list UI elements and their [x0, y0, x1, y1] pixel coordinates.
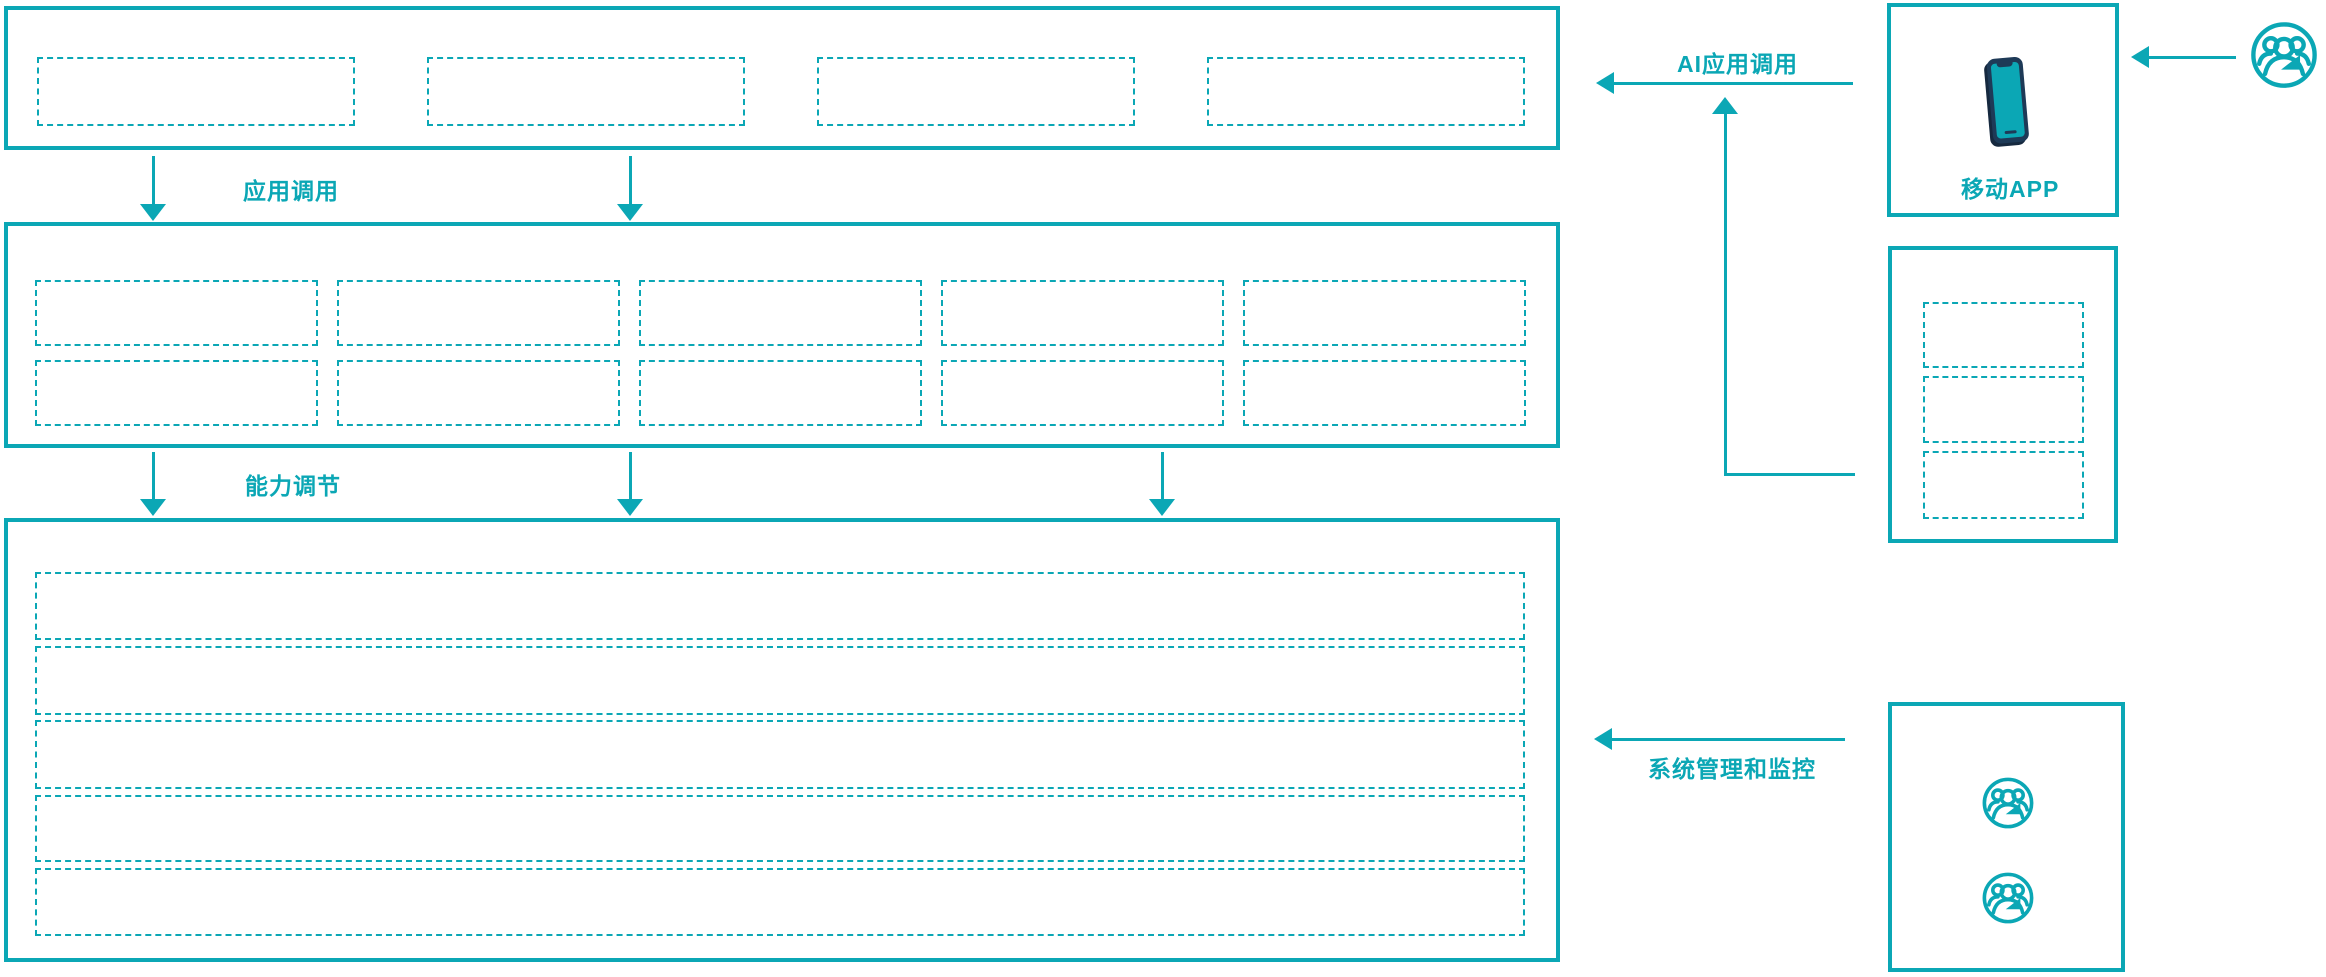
down-arrow-line [152, 156, 155, 205]
capability-placeholder-box [35, 280, 318, 346]
platform-row-placeholder [35, 868, 1525, 936]
ai-app-call-arrow-line [1613, 82, 1853, 85]
capability-placeholder-box [639, 360, 922, 426]
services-elbow-line [1724, 473, 1855, 476]
platform-row-placeholder [35, 646, 1525, 715]
capability-placeholder-box [639, 280, 922, 346]
platform-layer-box [4, 518, 1560, 962]
down-arrow-head [140, 204, 166, 221]
users-icon [1981, 871, 2035, 925]
down-arrow-line [152, 452, 155, 500]
label-capability-adjust: 能力调节 [245, 473, 341, 499]
application-placeholder-box [427, 57, 745, 126]
users-icon [2249, 20, 2319, 90]
capability-placeholder-box [941, 360, 1224, 426]
down-arrow-head [1149, 499, 1175, 516]
user-to-app-arrow-head [2131, 46, 2149, 68]
label-system-admin-monitor: 系统管理和监控 [1648, 756, 1816, 782]
capability-placeholder-box [337, 360, 620, 426]
down-arrow-line [629, 156, 632, 205]
service-placeholder-box [1923, 302, 2084, 368]
admin-box [1888, 702, 2125, 972]
down-arrow-head [140, 499, 166, 516]
admin-arrow-head [1594, 728, 1612, 750]
services-box [1888, 246, 2118, 543]
label-ai-app-call: AI应用调用 [1677, 51, 1798, 77]
smartphone-icon [1975, 52, 2035, 152]
down-arrow-head [617, 499, 643, 516]
application-placeholder-box [37, 57, 355, 126]
capability-layer-box [4, 222, 1560, 448]
service-placeholder-box [1923, 451, 2084, 519]
capability-placeholder-box [35, 360, 318, 426]
label-mobile-app: 移动APP [1961, 176, 2060, 202]
platform-row-placeholder [35, 572, 1525, 640]
services-up-arrow-head [1712, 97, 1738, 114]
capability-placeholder-box [1243, 280, 1526, 346]
capability-placeholder-box [941, 280, 1224, 346]
capability-placeholder-box [337, 280, 620, 346]
service-placeholder-box [1923, 376, 2084, 443]
application-placeholder-box [1207, 57, 1525, 126]
ai-app-call-arrow-head [1596, 72, 1614, 94]
services-up-arrow-line [1724, 113, 1727, 476]
application-placeholder-box [817, 57, 1135, 126]
down-arrow-line [1161, 452, 1164, 500]
down-arrow-line [629, 452, 632, 500]
admin-arrow-line [1611, 738, 1845, 741]
user-to-app-arrow-line [2148, 56, 2236, 59]
platform-row-placeholder [35, 795, 1525, 862]
application-layer-box [4, 6, 1560, 150]
down-arrow-head [617, 204, 643, 221]
users-icon [1981, 776, 2035, 830]
platform-row-placeholder [35, 720, 1525, 789]
label-app-call: 应用调用 [243, 178, 339, 204]
capability-placeholder-box [1243, 360, 1526, 426]
